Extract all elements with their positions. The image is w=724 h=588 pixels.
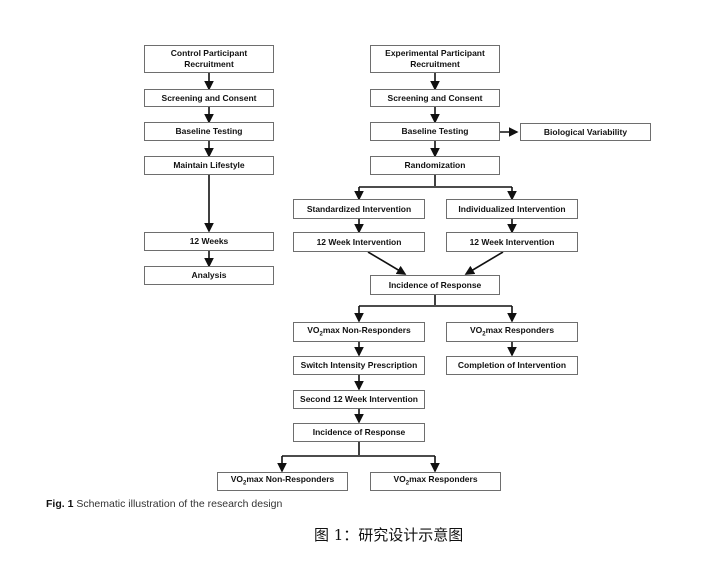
non-responders-label-1: VO2max Non-Responders	[307, 324, 411, 338]
incidence-of-response-label-1: Incidence of Response	[388, 279, 482, 290]
figure-caption-label: Fig. 1	[46, 498, 74, 510]
experimental-screening-label: Screening and Consent	[387, 92, 483, 103]
standardized-12-week-label: 12 Week Intervention	[316, 236, 402, 247]
figure-caption-text: Schematic illustration of the research d…	[76, 498, 283, 510]
responders-box-1: VO2max Responders	[446, 322, 578, 342]
experimental-baseline-box: Baseline Testing	[370, 122, 500, 141]
experimental-recruitment-label: Experimental Participant Recruitment	[385, 48, 485, 69]
switch-intensity-label: Switch Intensity Prescription	[300, 360, 418, 371]
figure-caption: Fig. 1 Schematic illustration of the res…	[46, 498, 282, 510]
chinese-caption: 图 1：研究设计示意图	[314, 526, 464, 544]
non-responders-box-1: VO2max Non-Responders	[293, 322, 425, 342]
standardized-intervention-label: Standardized Intervention	[306, 203, 412, 214]
experimental-recruitment-box: Experimental Participant Recruitment	[370, 45, 500, 73]
biological-variability-box: Biological Variability	[520, 123, 651, 141]
standardized-intervention-box: Standardized Intervention	[293, 199, 425, 219]
maintain-lifestyle-label: Maintain Lifestyle	[173, 160, 245, 171]
non-responders-box-2: VO2max Non-Responders	[217, 472, 348, 491]
analysis-box: Analysis	[144, 266, 274, 285]
completion-of-intervention-label: Completion of Intervention	[457, 360, 567, 371]
switch-intensity-box: Switch Intensity Prescription	[293, 356, 425, 375]
randomization-box: Randomization	[370, 156, 500, 175]
responders-label-1: VO2max Responders	[469, 324, 555, 338]
non-responders-label-2: VO2max Non-Responders	[230, 474, 335, 488]
twelve-weeks-box: 12 Weeks	[144, 232, 274, 251]
standardized-12-week-box: 12 Week Intervention	[293, 232, 425, 252]
analysis-label: Analysis	[191, 270, 227, 281]
individualized-12-week-box: 12 Week Intervention	[446, 232, 578, 252]
biological-variability-label: Biological Variability	[543, 126, 628, 137]
second-12-week-label: Second 12 Week Intervention	[300, 394, 418, 405]
responders-box-2: VO2max Responders	[370, 472, 501, 491]
control-recruitment-label: Control Participant Recruitment	[170, 48, 248, 69]
second-12-week-box: Second 12 Week Intervention	[293, 390, 425, 409]
control-baseline-label: Baseline Testing	[175, 126, 243, 137]
incidence-of-response-box-2: Incidence of Response	[293, 423, 425, 442]
control-screening-box: Screening and Consent	[144, 89, 274, 107]
individualized-intervention-box: Individualized Intervention	[446, 199, 578, 219]
twelve-weeks-label: 12 Weeks	[189, 236, 229, 247]
individualized-12-week-label: 12 Week Intervention	[469, 236, 555, 247]
incidence-of-response-box-1: Incidence of Response	[370, 275, 500, 295]
maintain-lifestyle-box: Maintain Lifestyle	[144, 156, 274, 175]
completion-of-intervention-box: Completion of Intervention	[446, 356, 578, 375]
incidence-of-response-label-2: Incidence of Response	[312, 427, 406, 438]
control-screening-label: Screening and Consent	[161, 92, 257, 103]
individualized-intervention-label: Individualized Intervention	[458, 203, 566, 214]
control-recruitment-box: Control Participant Recruitment	[144, 45, 274, 73]
responders-label-2: VO2max Responders	[393, 474, 478, 488]
experimental-screening-box: Screening and Consent	[370, 89, 500, 107]
experimental-baseline-label: Baseline Testing	[401, 126, 469, 137]
control-baseline-box: Baseline Testing	[144, 122, 274, 141]
randomization-label: Randomization	[404, 160, 466, 171]
